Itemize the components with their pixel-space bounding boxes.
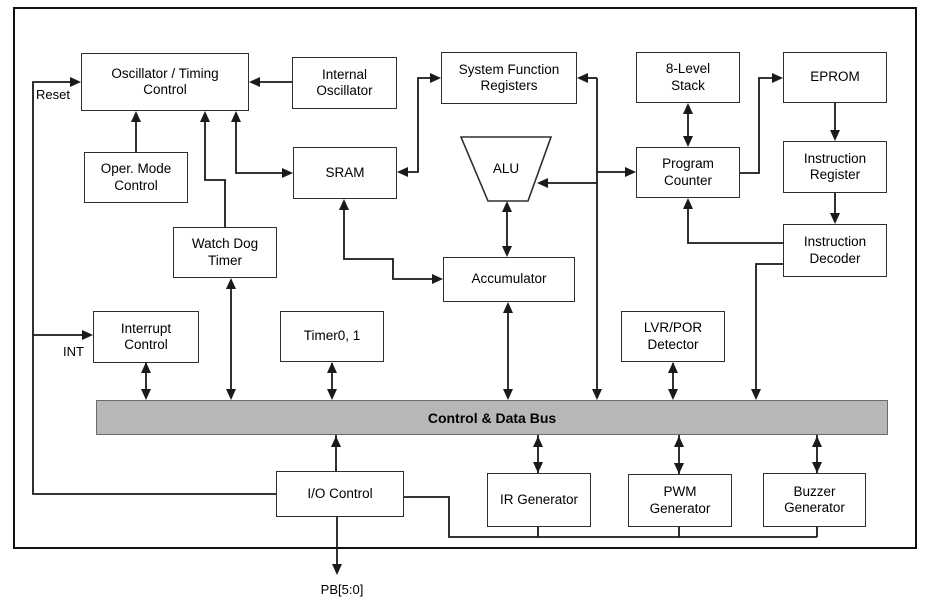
block-lvr-por-detector: LVR/POR Detector (621, 311, 725, 362)
block-sram: SRAM (293, 147, 397, 199)
block-program-counter: Program Counter (636, 147, 740, 198)
block-instruction-register: Instruction Register (783, 141, 887, 193)
block-accumulator: Accumulator (443, 257, 575, 302)
block-watch-dog-timer: Watch Dog Timer (173, 227, 277, 278)
block-pwm-generator: PWM Generator (628, 474, 732, 527)
block-instruction-decoder: Instruction Decoder (783, 224, 887, 277)
control-data-bus: Control & Data Bus (96, 400, 888, 435)
block-interrupt-control: Interrupt Control (93, 311, 199, 363)
pin-label-pb: PB[5:0] (320, 582, 364, 597)
block-timer0-1: Timer0, 1 (280, 311, 384, 362)
block-oscillator-timing-control: Oscillator / Timing Control (81, 53, 249, 111)
block-alu-label: ALU (492, 161, 520, 176)
pin-label-int: INT (63, 344, 84, 359)
block-ir-generator: IR Generator (487, 473, 591, 527)
block-8-level-stack: 8-Level Stack (636, 52, 740, 103)
block-internal-oscillator: Internal Oscillator (292, 57, 397, 109)
block-buzzer-generator: Buzzer Generator (763, 473, 866, 527)
block-eprom: EPROM (783, 52, 887, 103)
block-oper-mode-control: Oper. Mode Control (84, 152, 188, 203)
block-io-control: I/O Control (276, 471, 404, 517)
pin-label-reset: Reset (36, 87, 70, 102)
block-system-function-registers: System Function Registers (441, 52, 577, 104)
